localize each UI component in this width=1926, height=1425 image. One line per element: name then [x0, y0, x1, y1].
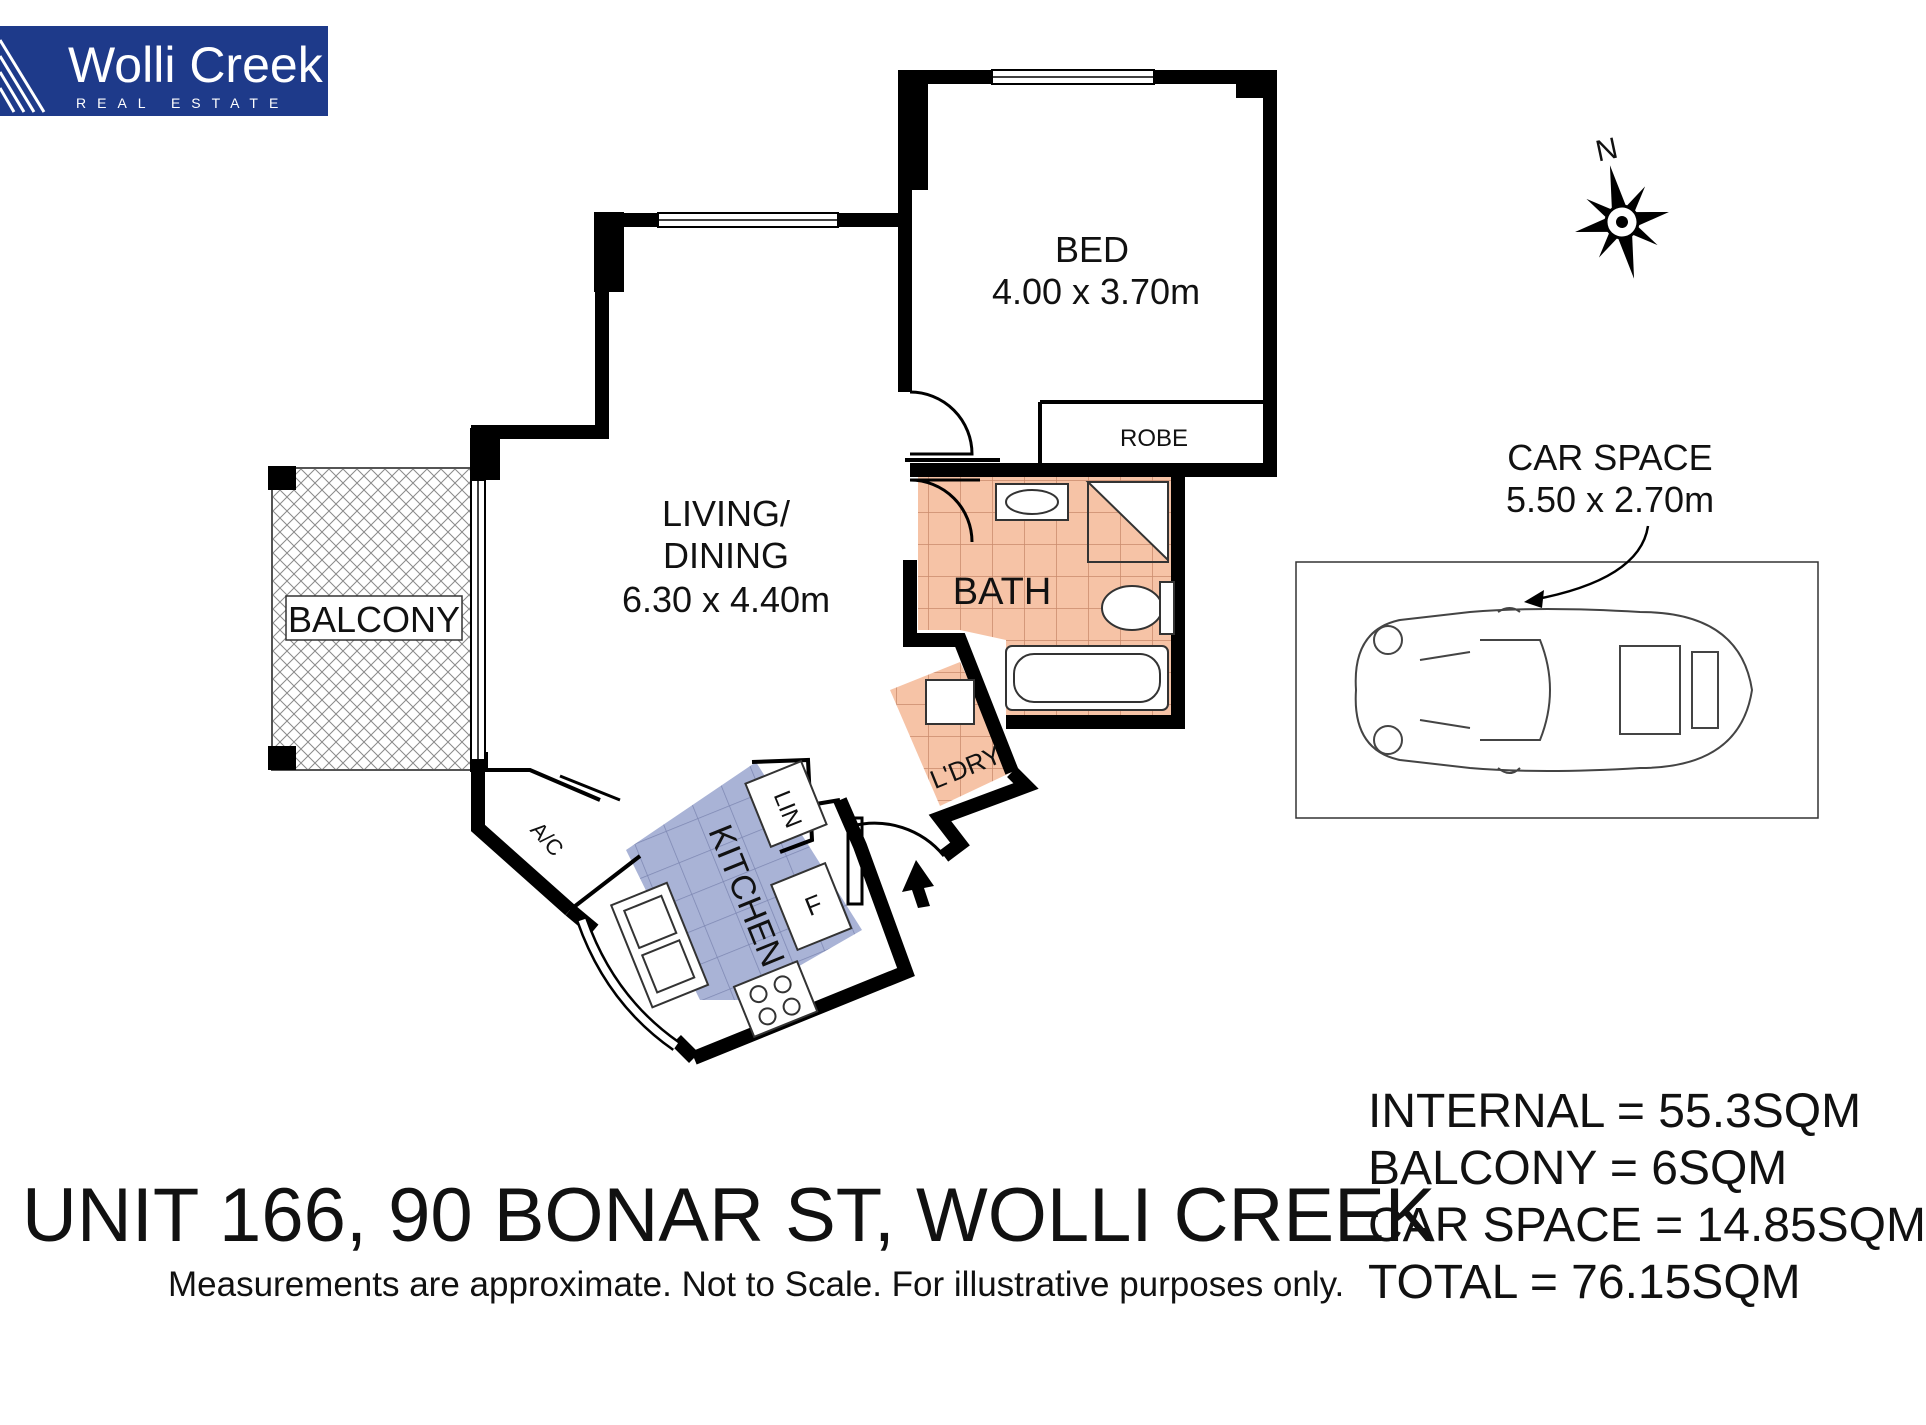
- balcony-label: BALCONY: [288, 599, 460, 640]
- brand-sub: REAL ESTATE: [76, 95, 289, 111]
- property-address: UNIT 166, 90 BONAR ST, WOLLI CREEK: [22, 1173, 1436, 1258]
- area-internal: INTERNAL = 55.3SQM: [1368, 1085, 1862, 1138]
- living-label-line1: LIVING/: [662, 493, 790, 534]
- brand-logo: Wolli Creek REAL ESTATE: [0, 26, 328, 116]
- compass-rose-icon: N: [1575, 132, 1669, 279]
- bath-label: BATH: [953, 571, 1052, 613]
- robe-label: ROBE: [1120, 425, 1188, 452]
- compass-north-label: N: [1593, 132, 1621, 169]
- bed-size: 4.00 x 3.70m: [992, 271, 1200, 312]
- disclaimer: Measurements are approximate. Not to Sca…: [168, 1265, 1345, 1304]
- bath-fixtures: [925, 481, 1175, 725]
- living-size: 6.30 x 4.40m: [622, 579, 830, 620]
- area-car-space: CAR SPACE = 14.85SQM: [1368, 1199, 1926, 1252]
- car-icon: [1354, 607, 1754, 774]
- ac-label: A/C: [526, 817, 569, 861]
- kitchen-fixtures: [609, 759, 853, 1039]
- area-total: TOTAL = 76.15SQM: [1368, 1256, 1801, 1309]
- living-label-line2: DINING: [663, 535, 789, 576]
- brand-name: Wolli Creek: [68, 37, 324, 93]
- area-summary: INTERNAL = 55.3SQM BALCONY = 6SQM CAR SP…: [1368, 1083, 1926, 1311]
- car-space-size: 5.50 x 2.70m: [1506, 479, 1714, 520]
- area-balcony: BALCONY = 6SQM: [1368, 1142, 1788, 1195]
- entry-arrow-icon: [902, 860, 934, 908]
- bed-label: BED: [1055, 229, 1129, 270]
- windows: [470, 69, 1155, 1051]
- wall-blocks: [470, 70, 1276, 772]
- balcony: BALCONY: [268, 466, 473, 771]
- car-space-label: CAR SPACE: [1507, 437, 1712, 478]
- doors: [559, 390, 980, 906]
- laundry-floor: [890, 662, 1012, 806]
- car-space: CAR SPACE 5.50 x 2.70m: [1295, 437, 1819, 819]
